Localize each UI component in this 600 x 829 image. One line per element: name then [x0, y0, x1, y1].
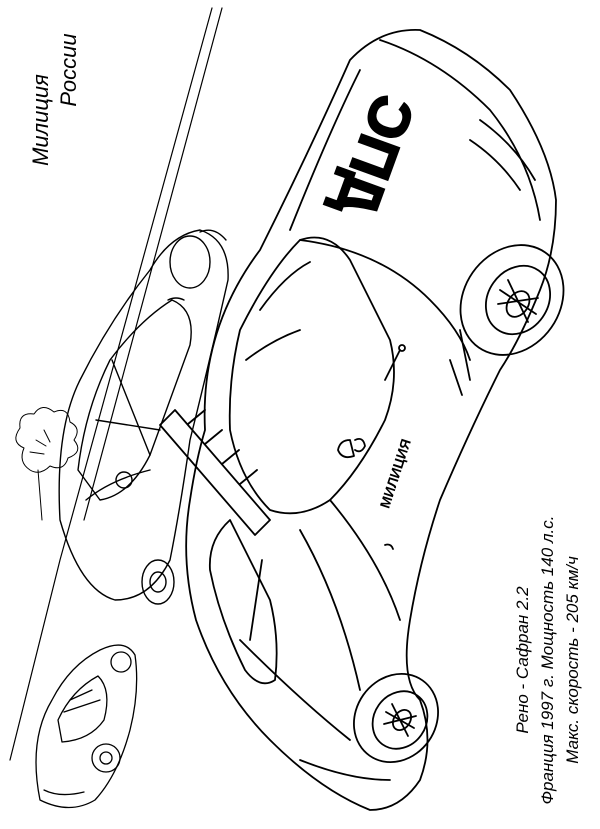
caption-line-1: Рено - Сафран 2.2 — [513, 586, 532, 734]
side-marking: МИЛИЦИЯ — [377, 437, 414, 510]
background-car-middle — [58, 229, 229, 605]
police-car — [159, 29, 565, 811]
title-line-1: Милиция — [28, 74, 53, 166]
background-car-small — [35, 644, 138, 809]
tree-icon — [15, 407, 79, 521]
road-line — [9, 7, 213, 761]
caption-line-2: Франция 1997 г. Мощность 140 л.с. — [538, 516, 557, 805]
caption-line-3: Макс. скорость - 205 км/ч — [563, 556, 582, 764]
title-line-2: России — [56, 33, 81, 106]
roof-marking: ДПС — [322, 87, 426, 227]
